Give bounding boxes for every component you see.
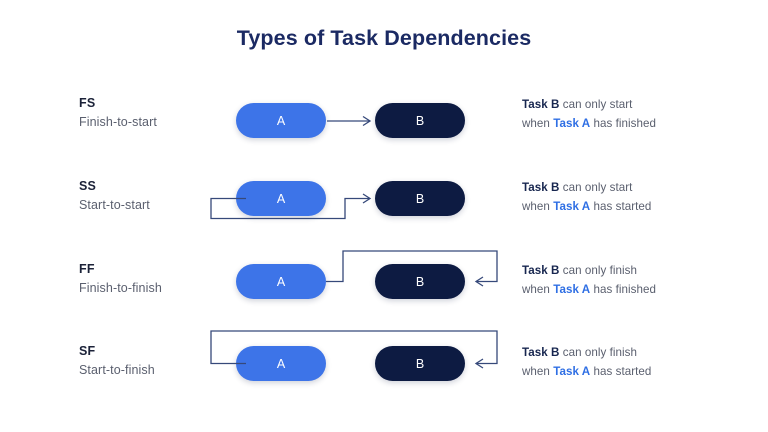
desc-part-1: can only finish bbox=[559, 346, 637, 359]
row-name-label: Start-to-finish bbox=[79, 363, 155, 377]
row-name-label: Finish-to-finish bbox=[79, 281, 162, 295]
row-name-label: Finish-to-start bbox=[79, 115, 157, 129]
row-description-sf: Task B can only finish when Task A has s… bbox=[522, 344, 752, 381]
task-b-mention: Task B bbox=[522, 346, 560, 359]
desc-part-1: can only start bbox=[559, 181, 633, 194]
row-code-label: FF bbox=[79, 262, 95, 276]
task-b-node-label: B bbox=[415, 191, 425, 206]
dependency-row-fs: FS Finish-to-start A B Task B can only s… bbox=[0, 80, 768, 166]
task-a-mention: Task A bbox=[553, 364, 591, 378]
row-label-ss: SS Start-to-start bbox=[79, 178, 229, 215]
desc-part-2: when bbox=[522, 364, 554, 378]
task-b-mention: Task B bbox=[522, 264, 560, 277]
task-a-node: A bbox=[236, 264, 326, 299]
task-a-node: A bbox=[236, 181, 326, 216]
task-a-node-label: A bbox=[276, 274, 286, 289]
desc-part-3: has started bbox=[590, 199, 652, 213]
connector-fs bbox=[327, 115, 372, 127]
connector-ff bbox=[326, 250, 498, 287]
task-b-node-label: B bbox=[415, 274, 425, 289]
desc-part-1: can only finish bbox=[559, 264, 637, 277]
desc-part-2: when bbox=[522, 199, 554, 213]
desc-part-1: can only start bbox=[559, 98, 633, 111]
task-b-node-label: B bbox=[415, 356, 425, 371]
row-label-sf: SF Start-to-finish bbox=[79, 343, 229, 380]
task-b-node: B bbox=[375, 103, 465, 138]
task-a-node: A bbox=[236, 103, 326, 138]
task-b-mention: Task B bbox=[522, 181, 560, 194]
row-label-ff: FF Finish-to-finish bbox=[79, 261, 229, 298]
task-a-mention: Task A bbox=[553, 282, 591, 296]
task-a-node-label: A bbox=[276, 113, 286, 128]
task-b-node: B bbox=[375, 181, 465, 216]
dependency-row-ss: SS Start-to-start A B Task B can only st… bbox=[0, 163, 768, 249]
connector-ss bbox=[210, 193, 372, 220]
row-name-label: Start-to-start bbox=[79, 198, 150, 212]
task-a-mention: Task A bbox=[553, 199, 591, 213]
desc-part-2: when bbox=[522, 116, 554, 130]
task-b-node-label: B bbox=[415, 113, 425, 128]
task-b-mention: Task B bbox=[522, 98, 560, 111]
dependency-row-ff: FF Finish-to-finish A B Task B can only … bbox=[0, 246, 768, 332]
task-a-node: A bbox=[236, 346, 326, 381]
desc-part-3: has started bbox=[590, 364, 652, 378]
page-title: Types of Task Dependencies bbox=[236, 26, 532, 50]
task-a-node-label: A bbox=[276, 191, 286, 206]
row-label-fs: FS Finish-to-start bbox=[79, 95, 229, 132]
task-b-node: B bbox=[375, 264, 465, 299]
desc-part-2: when bbox=[522, 282, 554, 296]
row-code-label: SS bbox=[79, 179, 97, 193]
desc-part-3: has finished bbox=[590, 282, 656, 296]
task-a-mention: Task A bbox=[553, 116, 591, 130]
row-code-label: FS bbox=[79, 96, 96, 110]
row-description-fs: Task B can only start when Task A has fi… bbox=[522, 96, 752, 133]
desc-part-3: has finished bbox=[590, 116, 656, 130]
row-description-ff: Task B can only finish when Task A has f… bbox=[522, 262, 752, 299]
row-description-ss: Task B can only start when Task A has st… bbox=[522, 179, 752, 216]
task-b-node: B bbox=[375, 346, 465, 381]
dependency-row-sf: SF Start-to-finish A B Task B can only f… bbox=[0, 328, 768, 414]
row-code-label: SF bbox=[79, 344, 96, 358]
connector-sf bbox=[210, 330, 498, 369]
task-a-node-label: A bbox=[276, 356, 286, 371]
